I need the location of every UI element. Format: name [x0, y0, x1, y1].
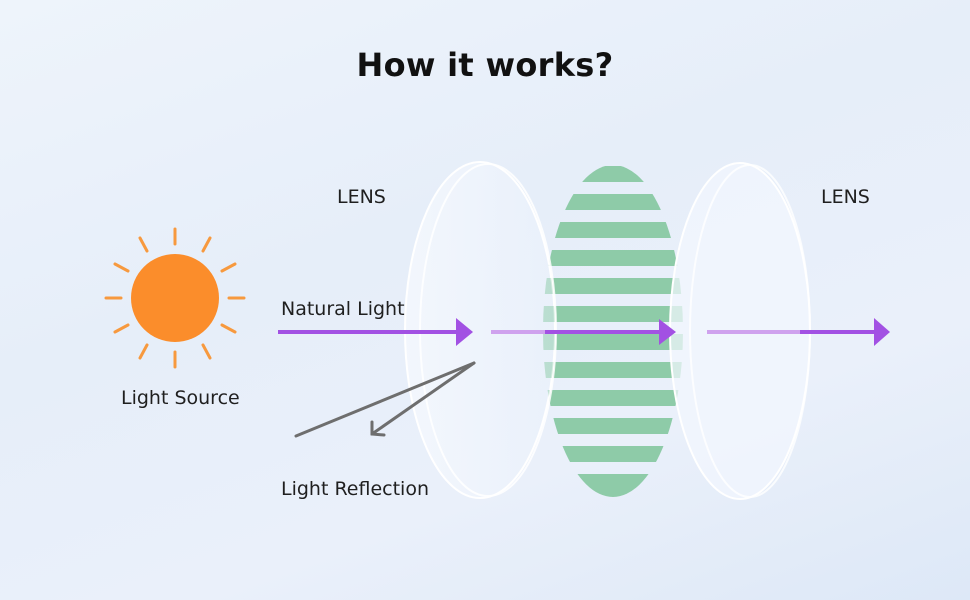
lens-left-label: LENS [337, 186, 386, 208]
reflection-arrows [294, 361, 476, 438]
page-title: How it works? [356, 46, 614, 84]
natural-light-label: Natural Light [281, 298, 405, 320]
transmitted-light-arrow [707, 318, 890, 346]
light-source-label: Light Source [121, 387, 240, 409]
lens-right-label: LENS [821, 186, 870, 208]
natural-light-arrow [278, 318, 473, 346]
light-reflection-label: Light Reflection [281, 478, 429, 500]
sun-icon [104, 227, 246, 369]
filtered-light-arrow [491, 319, 676, 345]
